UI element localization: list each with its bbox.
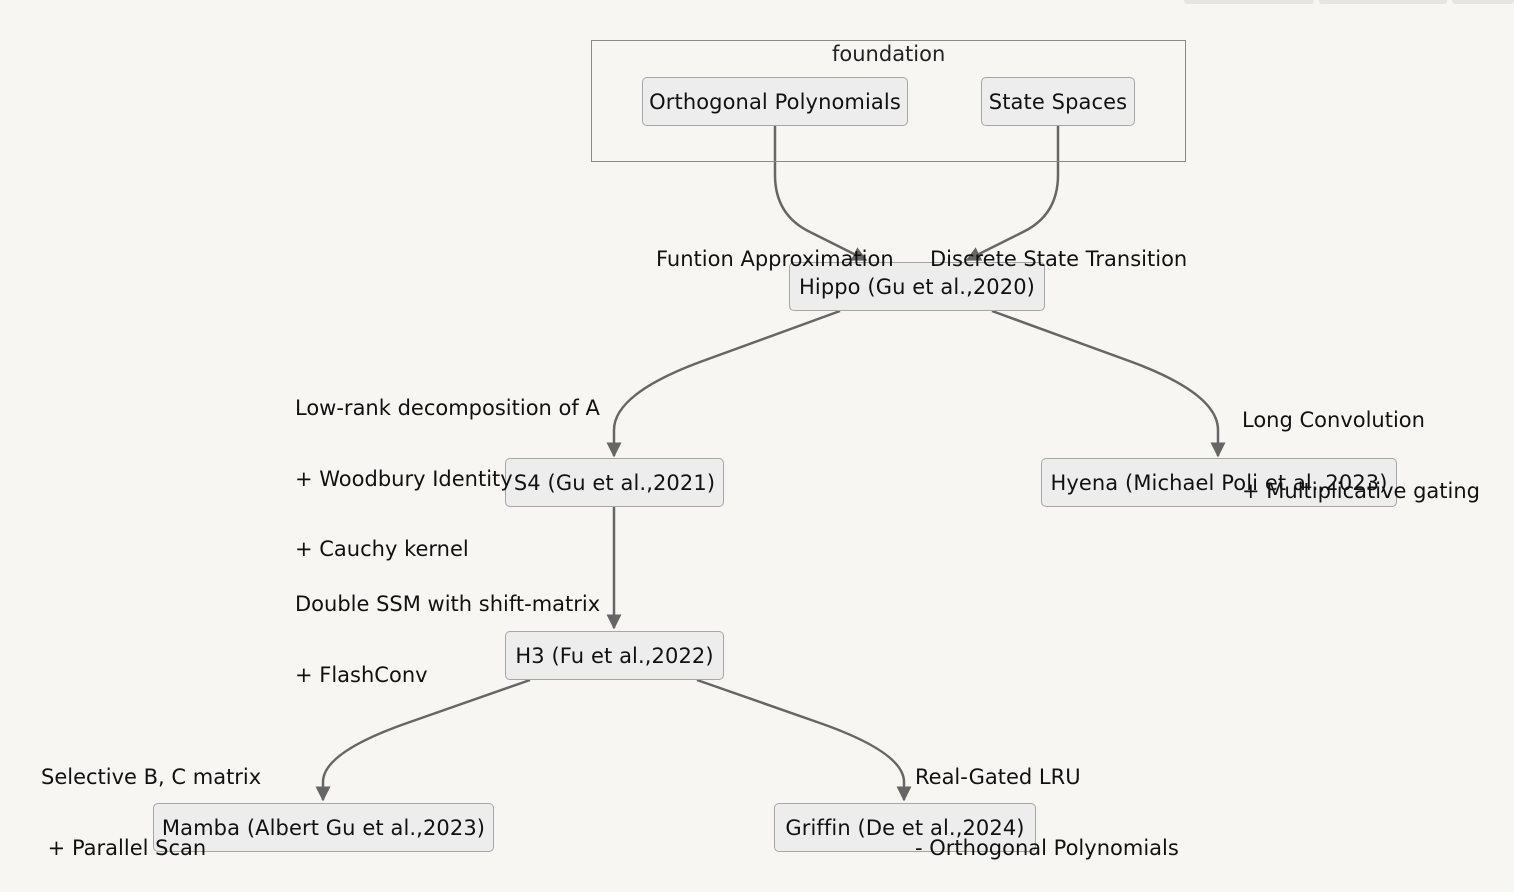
edge-label-discrete-state-transition: Discrete State Transition [930,201,1187,295]
edge-state-hippo [965,126,1060,262]
edge-label-selective-bc: Selective B, C matrix + Parallel Scan [41,719,261,884]
edge-label-line: Low-rank decomposition of A [295,396,600,420]
edge-label-line: + Parallel Scan [41,835,207,860]
edge-h3-griffin [696,678,912,802]
edge-label-line: + FlashConv [295,662,428,687]
edge-label-line: Selective B, C matrix [41,765,262,789]
node-hyena[interactable]: Hyena (Michael Poli et al.,2023) [1041,458,1397,507]
node-mamba[interactable]: Mamba (Albert Gu et al.,2023) [153,803,494,852]
edge-label-function-approximation: Funtion Approximation [656,201,894,295]
edge-ortho-hippo [773,126,868,262]
edge-label-line: Funtion Approximation [656,247,894,271]
edge-label-real-gated-lru: Real-Gated LRU - Orthogonal Polynomials [915,719,1179,884]
edge-label-line: Real-Gated LRU [915,765,1081,789]
edge-label-line: Long Convolution [1242,408,1425,432]
node-griffin[interactable]: Griffin (De et al.,2024) [774,803,1036,852]
edge-label-line: + Multiplicative gating [1242,478,1481,503]
edge-h3-mamba [315,678,531,802]
edge-label-line: + Cauchy kernel [295,537,469,561]
node-h3[interactable]: H3 (Fu et al.,2022) [505,631,724,680]
cluster-title: foundation [832,42,946,66]
edge-label-low-rank: Low-rank decomposition of A + Woodbury I… [295,350,600,585]
edge-label-line: Double SSM with shift-matrix [295,592,601,616]
top-tab-strip [1319,0,1447,4]
edge-label-long-convolution: Long Convolution + Multiplicative gating [1242,362,1480,527]
edge-label-double-ssm: Double SSM with shift-matrix + FlashConv [295,546,600,711]
top-tab-strip [1452,0,1514,4]
node-hippo[interactable]: Hippo (Gu et al.,2020) [789,262,1045,311]
node-s4[interactable]: S4 (Gu et al.,2021) [505,458,724,507]
node-orthogonal-polynomials[interactable]: Orthogonal Polynomials [642,77,908,126]
foundation-cluster [591,40,1186,162]
edge-label-line: Discrete State Transition [930,247,1188,271]
top-tab-strip [1184,0,1314,4]
edge-hippo-hyena [991,309,1226,458]
edge-label-line: - Orthogonal Polynomials [915,835,1179,860]
node-state-spaces[interactable]: State Spaces [981,77,1135,126]
edge-hippo-s4 [606,309,841,458]
edge-label-line: + Woodbury Identity [295,466,513,491]
